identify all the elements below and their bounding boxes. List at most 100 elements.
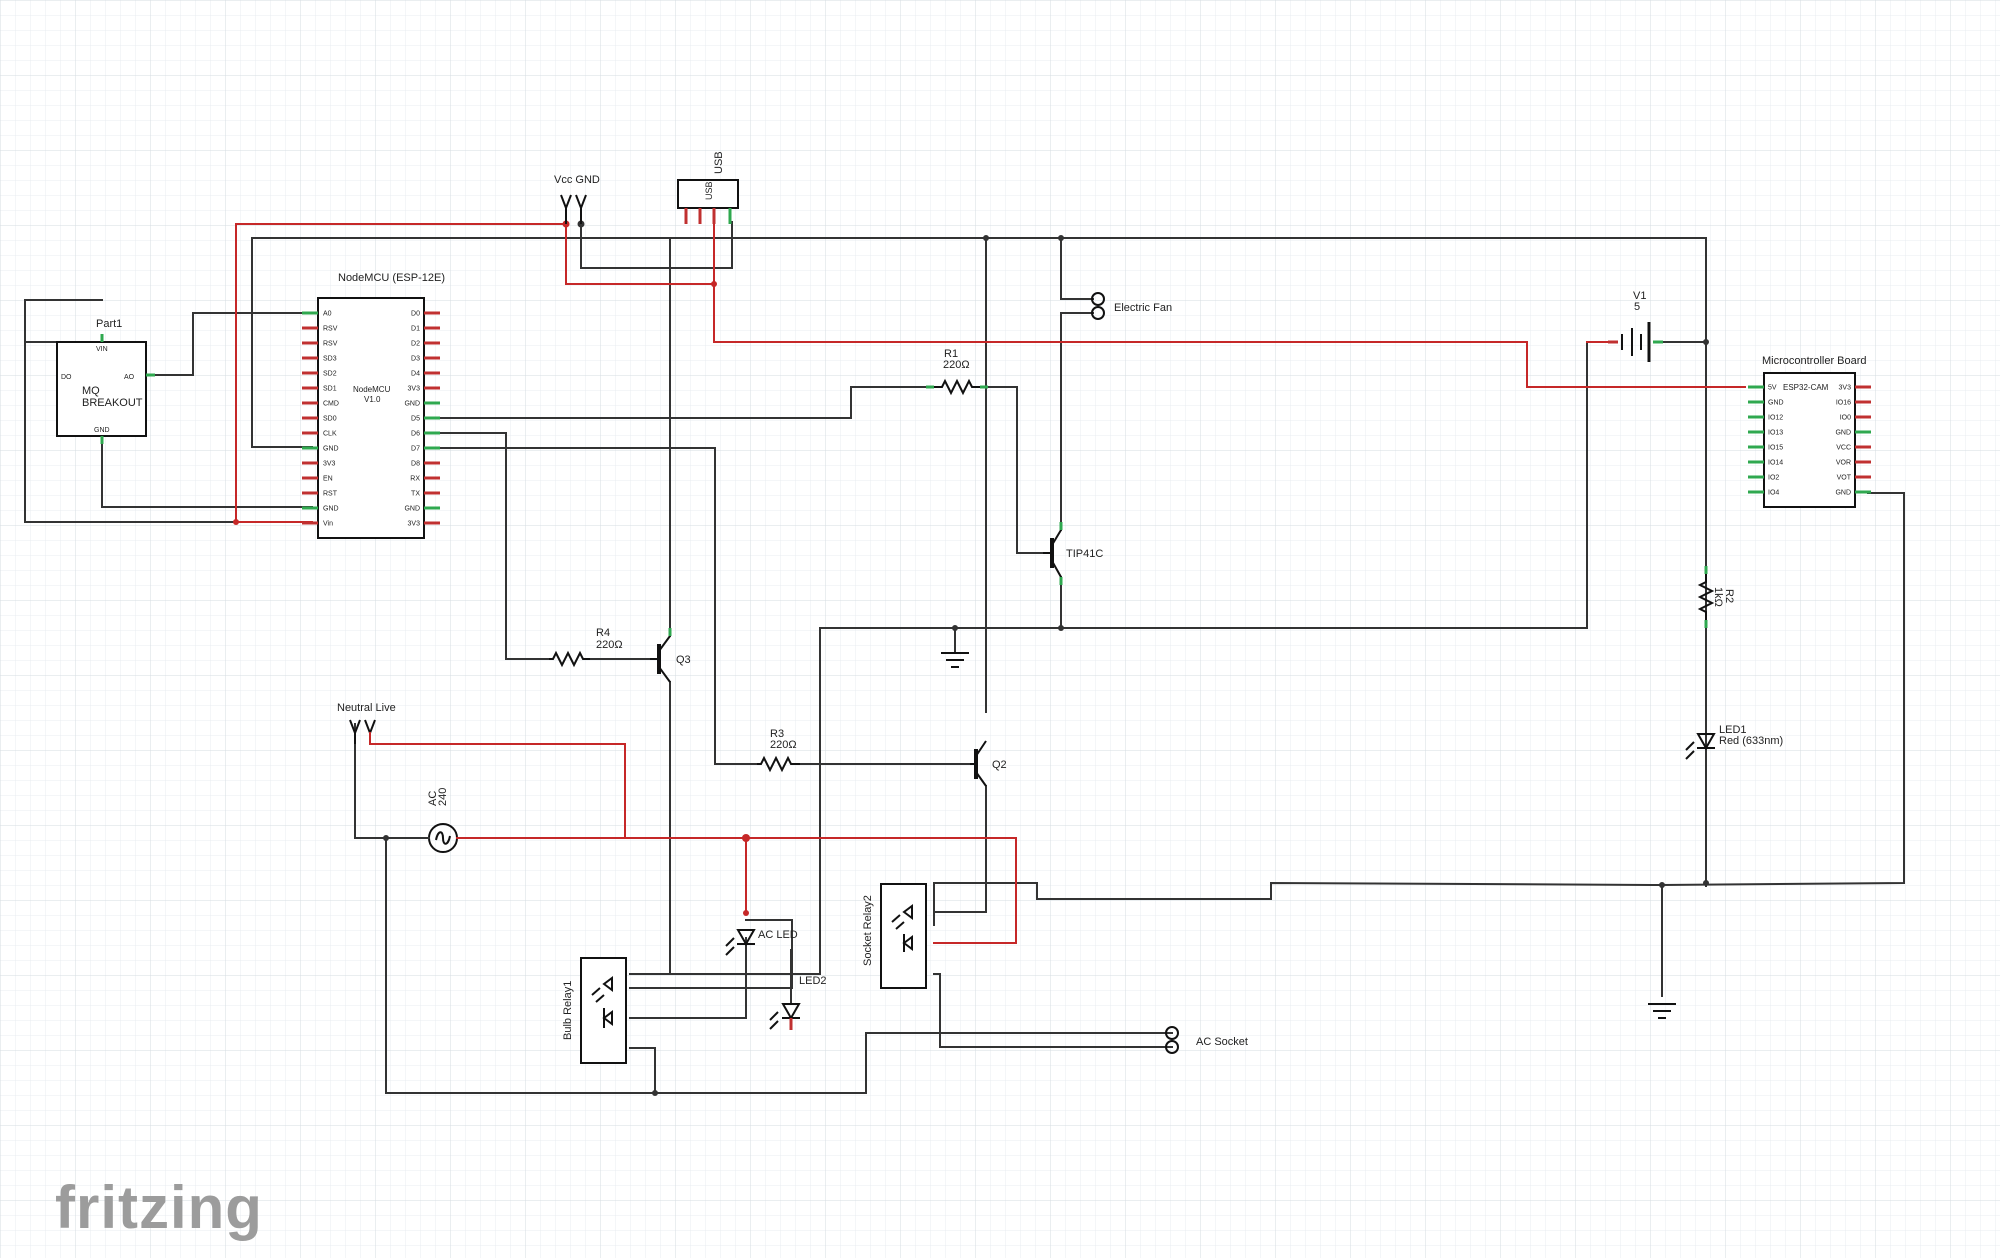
nodemcu-left-pin-label: CLK — [323, 431, 337, 438]
nodemcu-right-pin-label: GND — [404, 506, 420, 513]
vcc-gnd-connector[interactable]: Vcc GND — [554, 174, 600, 224]
ground-symbol-1 — [941, 652, 969, 668]
esp32-right-pin-label: VOR — [1836, 460, 1851, 467]
vcc-gnd-label: Vcc GND — [554, 174, 600, 186]
nodemcu-title-2: V1.0 — [364, 395, 381, 404]
nodemcu-board[interactable]: NodeMCU (ESP-12E) NodeMCU V1.0 A0RSVRSVS… — [302, 272, 445, 539]
neutral-live-connector[interactable]: Neutral Live — [337, 702, 396, 745]
esp32-left-pin-label: 5V — [1768, 385, 1777, 392]
esp32-left-pin-label: IO12 — [1768, 415, 1783, 422]
mq-ref: Part1 — [96, 318, 122, 330]
nodemcu-right-pin-label: 3V3 — [408, 386, 421, 393]
nodemcu-right-pin-label: D2 — [411, 341, 420, 348]
nodemcu-right-pin-label: 3V3 — [408, 521, 421, 528]
led2-label: LED2 — [799, 975, 827, 987]
transistor-q2[interactable]: Q2 — [970, 740, 1007, 787]
esp32-right-pin-label: GND — [1835, 490, 1851, 497]
nodemcu-right-pin-label: D5 — [411, 416, 420, 423]
mq-title-2: BREAKOUT — [82, 397, 143, 409]
nodemcu-left-pin-label: SD1 — [323, 386, 337, 393]
usb-connector[interactable]: USB USB — [677, 151, 739, 224]
esp32-left-pin-label: IO15 — [1768, 445, 1783, 452]
nodemcu-left-pin-label: RST — [323, 491, 338, 498]
nodemcu-right-pin-label: RX — [410, 476, 420, 483]
nodemcu-left-pin-label: 3V3 — [323, 461, 336, 468]
v1-value: 5 — [1634, 301, 1640, 313]
esp32-right-pin-label: VOT — [1837, 475, 1852, 482]
nodemcu-left-pin-label: A0 — [323, 311, 332, 318]
nodemcu-left-pin-label: SD2 — [323, 371, 337, 378]
esp32-right-pin-label: IO16 — [1836, 400, 1851, 407]
socket-relay[interactable]: Socket Relay2 — [862, 883, 927, 989]
transistor-q3[interactable]: Q3 — [650, 628, 691, 683]
mq-title-1: MQ — [82, 385, 100, 397]
mq-pin-gnd: GND — [94, 427, 110, 434]
bulb-relay[interactable]: Bulb Relay1 — [562, 957, 627, 1064]
nodemcu-left-pin-label: GND — [323, 446, 339, 453]
nodemcu-right-pin-label: D1 — [411, 326, 420, 333]
nodemcu-right-pin-label: D3 — [411, 356, 420, 363]
resistor-r2[interactable]: R2 1kΩ — [1697, 566, 1735, 628]
junctions — [233, 220, 1709, 1096]
nodemcu-left-pin-label: Vin — [323, 521, 333, 528]
r2-value: 1kΩ — [1712, 587, 1724, 607]
nodemcu-left-pin-label: RSV — [323, 326, 338, 333]
ac-source[interactable]: AC 240 — [385, 788, 477, 853]
led-led2[interactable]: LED2 — [769, 975, 827, 1030]
nodemcu-left-pins: A0RSVRSVSD3SD2SD1CMDSD0CLKGND3V3ENRSTGND… — [302, 311, 339, 528]
ac-ref: AC — [427, 791, 439, 806]
esp32-left-pin-label: GND — [1768, 400, 1784, 407]
fritzing-watermark: fritzing — [55, 1174, 263, 1241]
r3-value: 220Ω — [770, 739, 797, 751]
resistor-r3[interactable]: R3 220Ω — [757, 728, 800, 773]
r4-value: 220Ω — [596, 639, 623, 651]
mq-breakout[interactable]: Part1 VIN DO AO GND MQ BREAKOUT — [56, 318, 155, 444]
esp32-left-pin-label: IO2 — [1768, 475, 1779, 482]
mq-pin-do: DO — [61, 374, 72, 381]
transistor-tip41c[interactable]: TIP41C — [1043, 522, 1103, 585]
bulb-relay-label: Bulb Relay1 — [562, 981, 574, 1040]
nodemcu-right-pin-label: D4 — [411, 371, 420, 378]
ac-socket-terminals[interactable]: AC Socket — [1165, 1026, 1248, 1054]
nodemcu-right-pin-label: D0 — [411, 311, 420, 318]
nodemcu-left-pin-label: RSV — [323, 341, 338, 348]
nodemcu-left-pin-label: GND — [323, 506, 339, 513]
q3-label: Q3 — [676, 654, 691, 666]
esp32-right-pin-label: IO0 — [1840, 415, 1851, 422]
r1-value: 220Ω — [943, 359, 970, 371]
nodemcu-right-pin-label: D6 — [411, 431, 420, 438]
nodemcu-left-pin-label: SD0 — [323, 416, 337, 423]
ac-led-label: AC LED — [758, 929, 798, 941]
resistor-r1[interactable]: R1 220Ω — [926, 348, 988, 396]
electric-fan-terminals[interactable]: Electric Fan — [1091, 292, 1172, 320]
mq-pin-vin: VIN — [96, 346, 108, 353]
led1-value: Red (633nm) — [1719, 735, 1783, 747]
resistor-r4[interactable]: R4 220Ω — [549, 627, 623, 668]
nodemcu-right-pin-label: GND — [404, 401, 420, 408]
r2-ref: R2 — [1723, 589, 1735, 603]
tip41c-label: TIP41C — [1066, 548, 1103, 560]
led-led1[interactable]: LED1 Red (633nm) — [1685, 724, 1783, 760]
led1-ref: LED1 — [1719, 724, 1747, 736]
fan-label: Electric Fan — [1114, 302, 1172, 314]
esp32-cam-board[interactable]: Microcontroller Board ESP32-CAM 5VGNDIO1… — [1748, 355, 1871, 508]
nodemcu-left-pin-label: EN — [323, 476, 333, 483]
nodemcu-right-pin-label: D8 — [411, 461, 420, 468]
battery-v1[interactable]: V1 5 — [1608, 290, 1663, 362]
esp32-title: ESP32-CAM — [1783, 383, 1829, 392]
usb-ref: USB — [713, 151, 725, 174]
esp32-right-pin-label: GND — [1835, 430, 1851, 437]
nodemcu-right-pin-label: TX — [411, 491, 420, 498]
v1-ref: V1 — [1633, 290, 1646, 302]
led-ac-led[interactable]: AC LED — [725, 929, 798, 956]
r1-ref: R1 — [944, 348, 958, 360]
esp32-left-pin-label: IO13 — [1768, 430, 1783, 437]
nodemcu-right-pin-label: D7 — [411, 446, 420, 453]
q2-label: Q2 — [992, 759, 1007, 771]
esp32-left-pin-label: IO14 — [1768, 460, 1783, 467]
mq-pin-ao: AO — [124, 374, 135, 381]
